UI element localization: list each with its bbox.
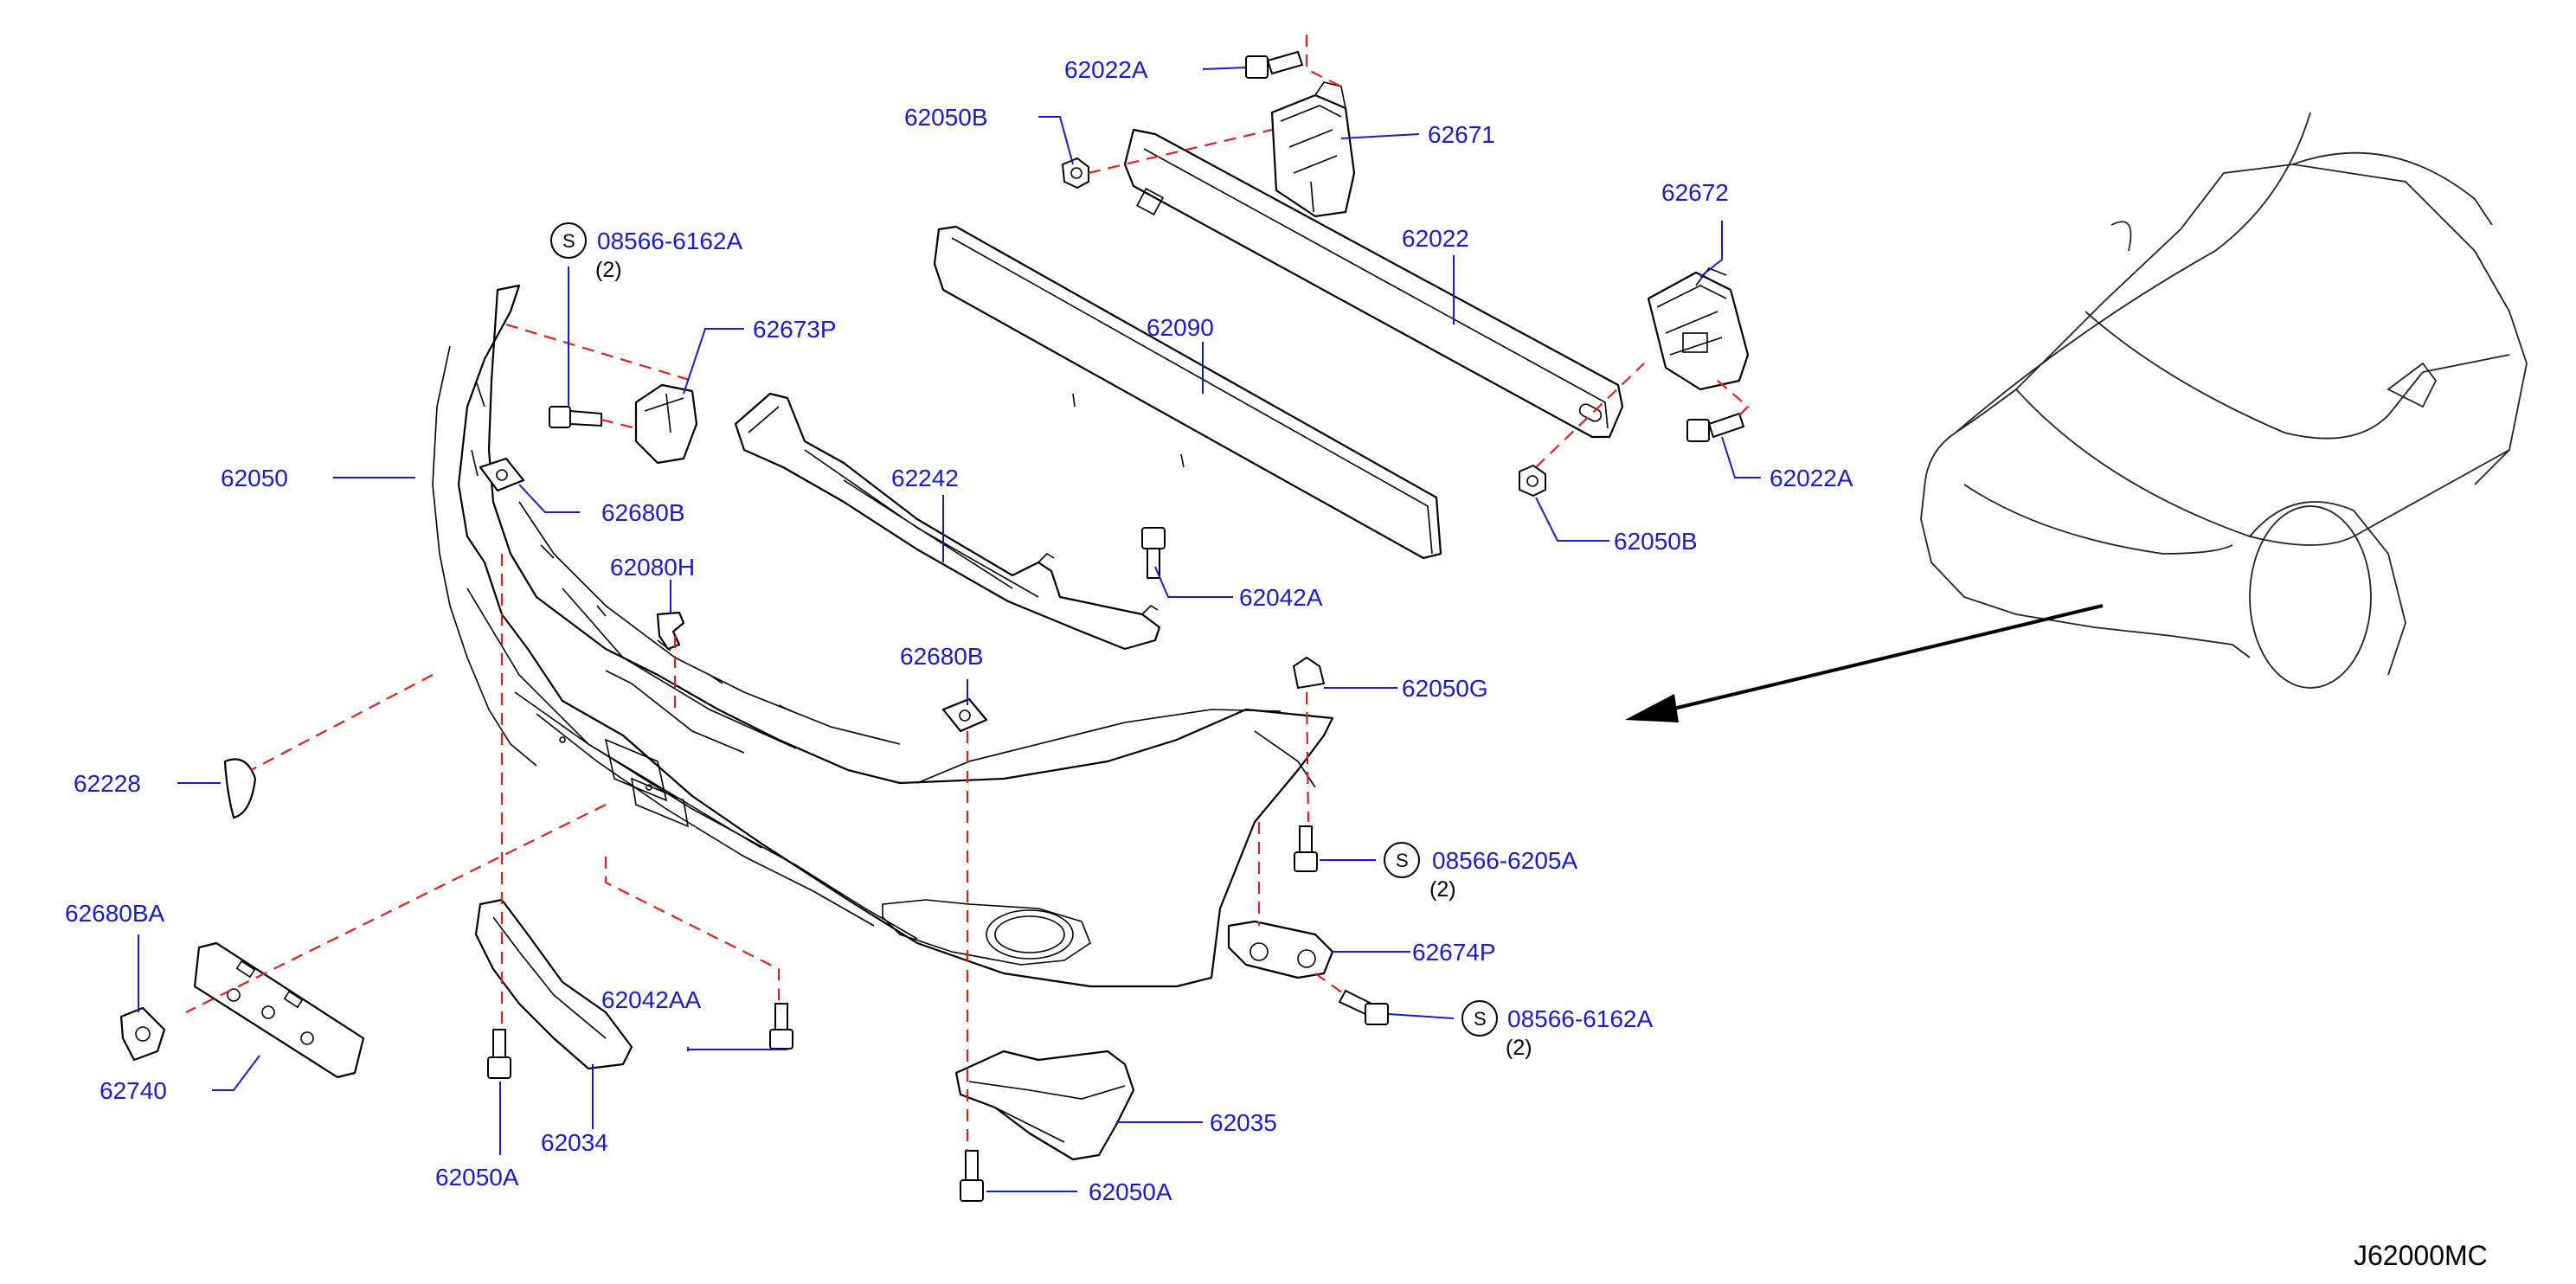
- s-circle: [1384, 842, 1420, 878]
- leader-lines: [138, 67, 1761, 1192]
- callout-62050a-left: 62050A: [435, 1164, 519, 1191]
- bolt-62042a: [1141, 527, 1166, 579]
- screw-callout-low: S 08566-6162A (2): [1461, 1000, 1653, 1060]
- bolt-62050a-left: [487, 1029, 511, 1079]
- screw-callout-top: S 08566-6162A (2): [550, 222, 742, 282]
- bolt-08566-6205a: [1294, 825, 1318, 872]
- screw-quantity: (2): [595, 258, 622, 282]
- screw-part-number: 08566-6205A: [1432, 847, 1577, 874]
- callout-62090: 62090: [1147, 314, 1214, 341]
- bracket-62674p: [1227, 920, 1334, 979]
- retainer-62242: [734, 392, 1161, 651]
- callout-62740: 62740: [100, 1077, 167, 1104]
- screw-part-number: 08566-6162A: [597, 228, 742, 254]
- clip-62680ba: [119, 1006, 166, 1062]
- callout-62022a-top: 62022A: [1064, 56, 1148, 83]
- callout-62228: 62228: [74, 770, 141, 797]
- callout-62042aa: 62042AA: [601, 986, 702, 1013]
- nut-62050b-right: [1519, 464, 1546, 498]
- callout-62050b-top: 62050B: [904, 104, 988, 131]
- callout-62674p: 62674P: [1412, 939, 1496, 966]
- callout-labels: 62022A 62050B 62671 62022 62672 62022A 6…: [65, 56, 1853, 1205]
- s-letter: S: [1396, 850, 1409, 871]
- s-letter: S: [562, 230, 575, 252]
- s-circle: [1461, 1000, 1498, 1037]
- bolt-08566-6162a-low: [1338, 989, 1389, 1025]
- bracket-62673p: [634, 383, 698, 465]
- screw-quantity: (2): [1429, 877, 1456, 902]
- callout-62680b-mid: 62680B: [900, 643, 984, 670]
- callout-62680ba: 62680BA: [65, 900, 165, 927]
- license-bracket-62740: [193, 941, 365, 1079]
- callout-62034: 62034: [541, 1129, 608, 1156]
- callout-62673p: 62673P: [753, 316, 837, 343]
- callout-62042a: 62042A: [1239, 584, 1323, 611]
- reinforcement-62022: [1123, 128, 1624, 439]
- callout-62050g: 62050G: [1402, 675, 1488, 702]
- callout-62680b-left: 62680B: [601, 499, 685, 526]
- callout-62671: 62671: [1428, 121, 1495, 148]
- bracket-62035: [954, 1050, 1135, 1161]
- nut-62680b-mid: [941, 697, 988, 733]
- bolt-62050a-mid: [960, 1150, 984, 1202]
- clip-62080h: [656, 611, 685, 651]
- screw-callout-mid: S 08566-6205A (2): [1384, 842, 1577, 902]
- bumper-fascia-62050: [432, 284, 1334, 988]
- locator-arrow: [1625, 604, 2104, 722]
- callout-62050a-mid: 62050A: [1089, 1178, 1172, 1205]
- callout-62035: 62035: [1210, 1109, 1277, 1136]
- cap-62228: [223, 758, 257, 819]
- callout-62242: 62242: [891, 465, 959, 491]
- vehicle-locator-sketch: [1920, 112, 2528, 689]
- screw-part-number: 08566-6162A: [1507, 1005, 1653, 1032]
- callout-62080h: 62080H: [610, 554, 695, 581]
- bolt-62022a-right: [1686, 412, 1745, 442]
- bolt-62022a-top: [1245, 50, 1304, 79]
- clip-62050g: [1292, 656, 1326, 690]
- s-circle: [550, 222, 587, 259]
- s-letter: S: [1474, 1008, 1487, 1030]
- bracket-62671: [1270, 81, 1356, 218]
- bracket-62034: [474, 898, 633, 1070]
- nut-62050b-top: [1061, 157, 1089, 189]
- callout-62050: 62050: [221, 465, 288, 491]
- screw-quantity: (2): [1506, 1036, 1532, 1060]
- assembly-lines: [185, 35, 1750, 1151]
- diagram-code: J62000MC: [2354, 1240, 2488, 1271]
- nut-62680b-left: [479, 457, 525, 492]
- callout-62022a-right: 62022A: [1770, 465, 1853, 491]
- bolt-08566-6162a-top: [549, 406, 602, 428]
- bolt-62042aa: [769, 1003, 793, 1050]
- callout-62022: 62022: [1402, 225, 1469, 252]
- absorber-62090: [933, 225, 1442, 560]
- callout-62672: 62672: [1661, 179, 1729, 206]
- bracket-62672: [1647, 267, 1750, 391]
- callout-62050b-right: 62050B: [1614, 528, 1698, 555]
